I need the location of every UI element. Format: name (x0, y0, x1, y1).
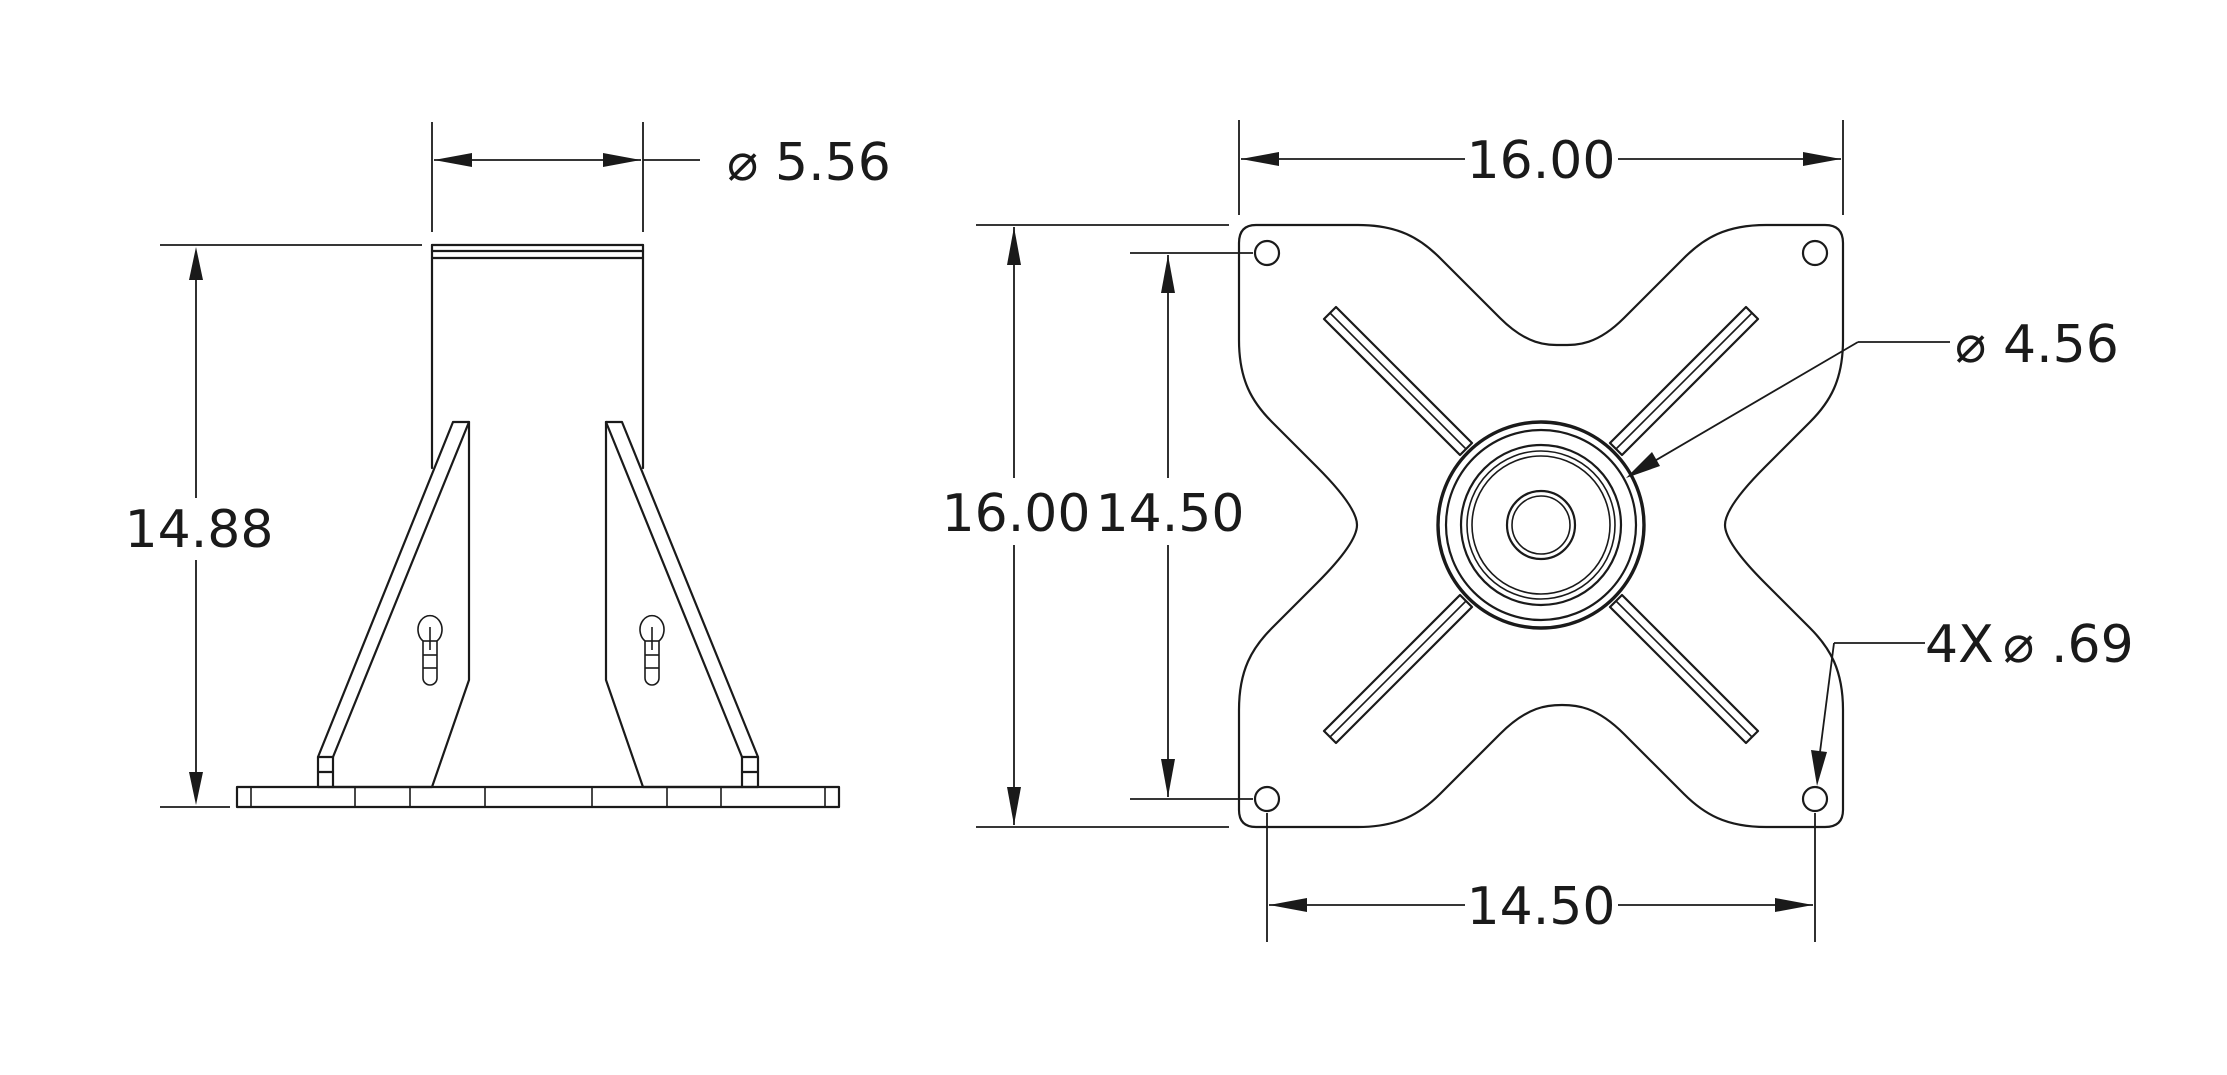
center-tube-rings (1436, 420, 1646, 630)
tube-diameter-symbol: ⌀ (727, 133, 758, 193)
height-dimension-side (160, 244, 422, 808)
side-height-label: 14.88 (125, 500, 274, 560)
hole-spacing-v-label: 14.50 (1096, 484, 1245, 544)
gusset-upper-right (1608, 305, 1760, 457)
side-view: 14.88 ⌀ 5.56 (125, 122, 891, 809)
plate-outline (1237, 223, 1845, 829)
gusset-lower-left (1322, 593, 1474, 745)
left-slot (417, 614, 443, 686)
height-dimension-top (976, 224, 1229, 828)
hole-spacing-h-label: 14.50 (1467, 877, 1616, 937)
mounting-hole-bl (1253, 785, 1281, 813)
mounting-hole-br (1801, 785, 1829, 813)
hole-callout-leader (1811, 642, 1925, 786)
hole-spacing-vertical (1130, 252, 1253, 800)
top-height-label: 16.00 (942, 484, 1091, 544)
tube (430, 243, 645, 470)
top-width-label: 16.00 (1467, 131, 1616, 191)
mounting-hole-tl (1253, 239, 1281, 267)
hole-spacing-horizontal (1266, 813, 1816, 942)
base-plate-side (235, 785, 841, 809)
tube-diameter-value: 5.56 (775, 133, 891, 193)
hole-diameter-symbol: ⌀ (2003, 615, 2034, 675)
top-view: 16.00 16.00 14.50 (942, 120, 2134, 942)
hole-qty-label: 4X (1925, 615, 1994, 675)
width-dimension-top (1238, 120, 1844, 215)
center-diameter-value: 4.56 (2003, 315, 2119, 375)
hole-diameter-value: .69 (2051, 615, 2134, 675)
left-gusset (316, 420, 471, 789)
right-slot (639, 614, 665, 686)
right-gusset (604, 420, 760, 789)
center-diameter-symbol: ⌀ (1955, 315, 1986, 375)
gusset-lower-right (1608, 593, 1760, 745)
gusset-upper-left (1322, 305, 1474, 457)
mounting-hole-tr (1801, 239, 1829, 267)
tube-diameter-dimension (431, 122, 700, 232)
center-diameter-leader (1626, 341, 1950, 478)
